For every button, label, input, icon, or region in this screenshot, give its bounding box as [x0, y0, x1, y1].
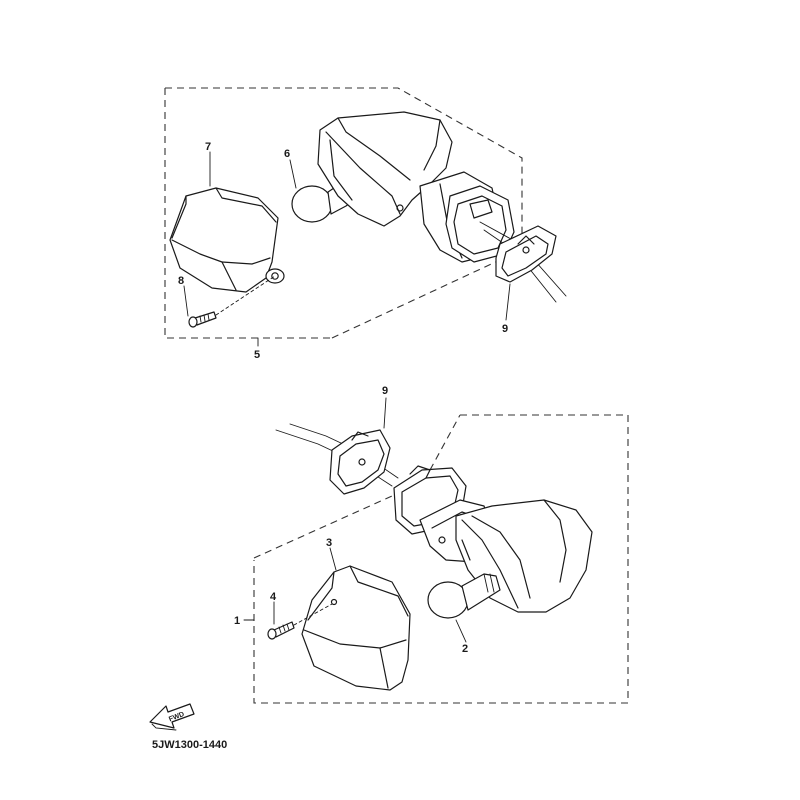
- leader-6: [289, 159, 297, 189]
- bottom-bulb: [427, 573, 501, 619]
- callout-5: 5: [254, 349, 260, 361]
- bottom-lens-cover: [301, 565, 411, 691]
- callout-9-top: 9: [502, 323, 508, 335]
- top-reflector-body: [317, 111, 515, 263]
- callout-4: 4: [270, 591, 277, 603]
- bottom-assembly-group: 9 3 4 1 2: [234, 385, 629, 704]
- callout-9-bottom: 9: [382, 385, 388, 397]
- callout-3: 3: [326, 537, 332, 549]
- top-lens-cover: [169, 187, 285, 293]
- leader-3: [329, 547, 337, 571]
- callout-7: 7: [205, 141, 211, 153]
- callout-8: 8: [178, 275, 184, 287]
- callout-6: 6: [284, 148, 290, 160]
- bottom-screw: [267, 603, 333, 640]
- diagram-code: 5JW1300-1440: [152, 739, 227, 751]
- fwd-arrow-icon: FWD: [149, 703, 195, 731]
- top-assembly-outline-diag: [331, 259, 501, 339]
- callout-2: 2: [462, 643, 468, 655]
- leader-9-bottom: [383, 397, 387, 429]
- top-connector: [479, 221, 567, 303]
- callout-1: 1: [234, 615, 240, 627]
- bottom-assembly-outline: [253, 414, 629, 704]
- top-screw: [188, 275, 276, 328]
- bottom-connector: [275, 423, 399, 495]
- leader-8: [183, 285, 189, 317]
- top-assembly-group: 7 6 8 9 5: [164, 87, 567, 361]
- top-assembly-outline: [164, 87, 523, 339]
- leader-2: [455, 619, 467, 643]
- leader-9-top: [505, 283, 511, 321]
